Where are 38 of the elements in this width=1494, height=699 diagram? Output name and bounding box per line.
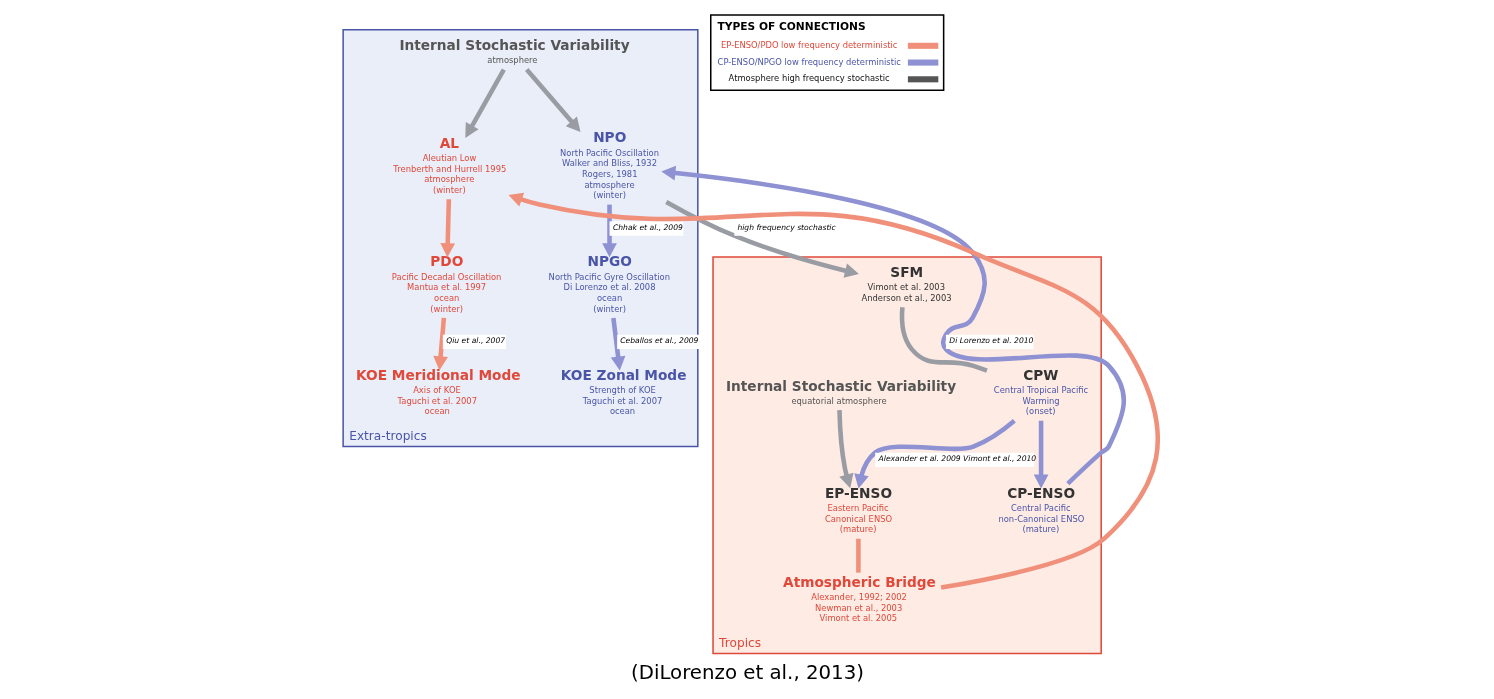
edge-label: Qiu et al., 2007 bbox=[445, 336, 505, 346]
arrow bbox=[432, 317, 448, 371]
legend-label: EP-ENSO/PDO low frequency deterministic bbox=[720, 39, 897, 50]
edge-label: Di Lorenzo et al. 2010 bbox=[948, 336, 1033, 346]
node-text: KOE Meridional Mode Axis of KOE Taguchi et al. 2007 ocean bbox=[355, 366, 521, 417]
arrow bbox=[524, 68, 581, 133]
caption: (DiLorenzo et al., 2013) bbox=[630, 660, 864, 684]
node-text: KOE Zonal Mode Strength of KOE Taguchi et al. 2007 ocean bbox=[560, 366, 686, 417]
node-text: CPW Central Tropical Pacific Warming (onset) bbox=[993, 366, 1088, 417]
node-text: Atmospheric Bridge Alexander, 1992; 2002 Newman et al., 2003 Vimont et al. 2005 bbox=[782, 573, 936, 624]
node-text: Internal Stochastic Variability atmosphere bbox=[398, 36, 630, 66]
node-text: EP-ENSO Eastern Pacific Canonical ENSO (mature) bbox=[824, 484, 892, 535]
arrow bbox=[664, 199, 859, 278]
node-text: CP-ENSO Central Pacific non-Canonical ENSO (mature) bbox=[997, 484, 1084, 535]
node-text: AL Aleutian Low Trenberth and Hurrell 1995 atmosphere (winter) bbox=[392, 134, 506, 195]
node-text: NPGO North Pacific Gyre Oscillation Di Lorenzo et al. 2008 ocean (winter) bbox=[548, 253, 670, 314]
edge-label: Ceballos et al., 2009 bbox=[619, 336, 698, 346]
node-text: SFM Vimont et al. 2003 Anderson et al., 2003 bbox=[860, 264, 952, 304]
arrow bbox=[853, 418, 1016, 489]
arrow bbox=[601, 204, 617, 258]
edge-label: high frequency stochastic bbox=[736, 223, 836, 233]
legend-label: Atmosphere high frequency stochastic bbox=[728, 73, 890, 84]
arrow bbox=[610, 317, 625, 371]
legend-label: CP-ENSO/NPGO low frequency deterministic bbox=[717, 56, 901, 67]
label: TYPES OF CONNECTIONS bbox=[717, 19, 866, 33]
node-text: PDO Pacific Decadal Oscillation Mantua et al. 1997 ocean (winter) bbox=[391, 253, 501, 314]
connector bbox=[899, 307, 988, 373]
arrow bbox=[507, 192, 1160, 590]
arrow bbox=[836, 410, 853, 489]
arrow bbox=[464, 68, 506, 138]
arrow bbox=[660, 165, 1126, 486]
edge-label: Alexander et al. 2009 Vimont et al., 2010 bbox=[878, 454, 1036, 464]
arrow bbox=[439, 199, 455, 258]
edge-label: Chhak et al., 2009 bbox=[612, 223, 683, 233]
node-text: Internal Stochastic Variability equatorial atmosphere bbox=[725, 377, 956, 406]
connector bbox=[855, 538, 861, 573]
node-text: NPO North Pacific Oscillation Walker and Bliss, 1932 Rogers, 1981 atmosphere (winter) bbox=[559, 129, 659, 201]
arrow bbox=[1033, 420, 1048, 489]
